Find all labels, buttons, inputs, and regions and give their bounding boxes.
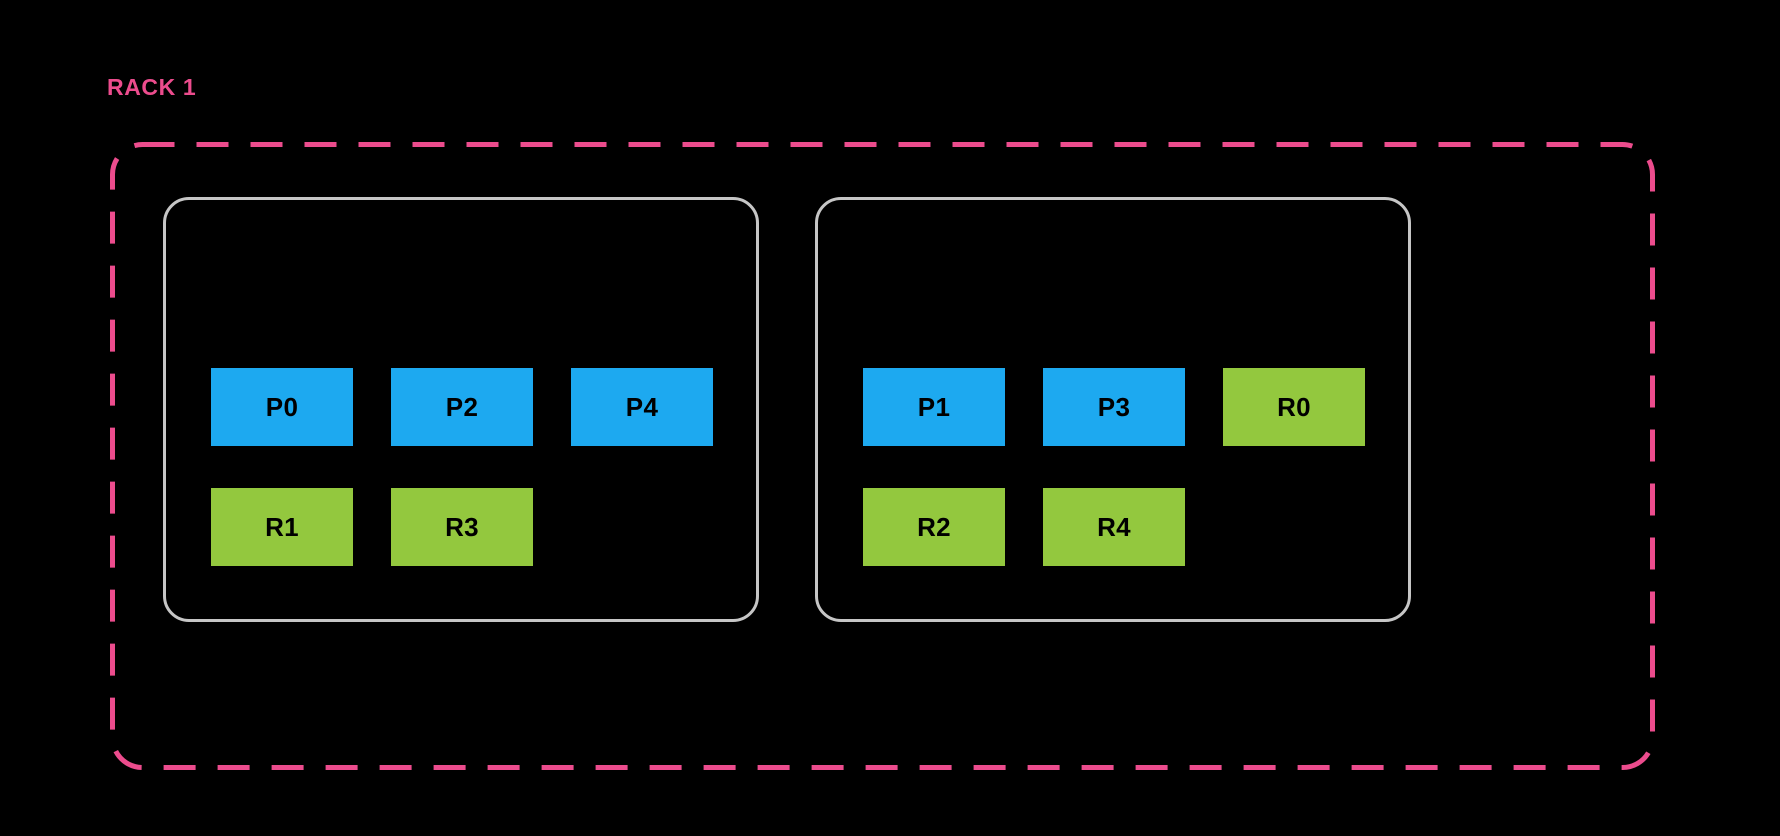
unit-box-p0[interactable]: P0 xyxy=(211,368,353,446)
unit-label: P4 xyxy=(625,392,659,422)
node-panel-right-replica-row: R2 R4 xyxy=(863,488,1185,566)
node-panel-left-primary-row: P0 P2 P4 xyxy=(211,368,713,446)
unit-box-r4[interactable]: R4 xyxy=(1043,488,1185,566)
unit-label: P2 xyxy=(445,392,479,422)
unit-label: R3 xyxy=(445,512,479,542)
unit-label: P0 xyxy=(265,392,299,422)
unit-box-p1[interactable]: P1 xyxy=(863,368,1005,446)
unit-label: R1 xyxy=(265,512,299,542)
unit-box-r2[interactable]: R2 xyxy=(863,488,1005,566)
unit-label: R2 xyxy=(917,512,951,542)
unit-box-r3[interactable]: R3 xyxy=(391,488,533,566)
unit-label: P1 xyxy=(917,392,951,422)
node-panel-left-replica-row: R1 R3 xyxy=(211,488,533,566)
unit-label: R0 xyxy=(1277,392,1311,422)
unit-box-p2[interactable]: P2 xyxy=(391,368,533,446)
unit-box-r1[interactable]: R1 xyxy=(211,488,353,566)
node-panel-right-primary-row: P1 P3 R0 xyxy=(863,368,1365,446)
rack-label: RACK 1 xyxy=(107,74,197,100)
node-panel-right: P1 P3 R0 R2 R4 xyxy=(815,197,1411,622)
unit-label: R4 xyxy=(1097,512,1131,542)
node-panel-left: P0 P2 P4 R1 R3 xyxy=(163,197,759,622)
unit-box-p3[interactable]: P3 xyxy=(1043,368,1185,446)
unit-box-r0[interactable]: R0 xyxy=(1223,368,1365,446)
unit-box-p4[interactable]: P4 xyxy=(571,368,713,446)
unit-label: P3 xyxy=(1097,392,1131,422)
